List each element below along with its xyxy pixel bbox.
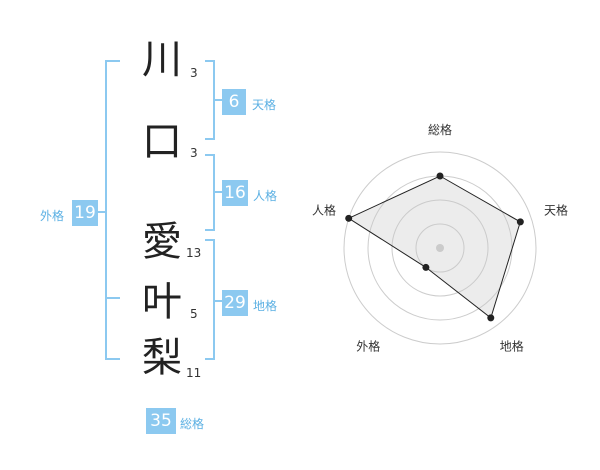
chikaku-label: 地格 [253,299,278,313]
tenkaku-value: 6 [222,89,246,115]
radar-axis-label-1: 総格 [428,122,452,137]
soukaku-value: 35 [146,408,176,434]
jinkaku-value: 16 [222,180,248,206]
tenkaku-bracket [205,60,215,140]
radar-point-4 [422,263,430,271]
stroke-count-5: 11 [186,366,202,380]
radar-ring-2 [391,199,489,297]
radar-point-3 [487,314,495,322]
radar-ring-1 [415,223,465,273]
radar-axis-label-3: 地格 [500,339,524,354]
radar-polygon [347,175,521,319]
jinkaku-label: 人格 [253,189,278,203]
name-char-4: 叶 [142,279,182,325]
name-char-5: 梨 [142,335,182,381]
stroke-count-4: 5 [190,307,198,321]
radar-point-1 [436,172,444,180]
name-char-3: 愛 [142,219,182,265]
chikaku-value: 29 [222,290,248,316]
name-char-1: 川 [142,37,182,83]
name-char-2: 口 [142,119,182,165]
stroke-count-1: 3 [190,66,198,80]
radar-axis-label-2: 天格 [544,202,568,217]
chikaku-bracket [205,239,215,360]
radar-point-2 [516,218,524,226]
gaikaku-value: 19 [72,200,98,226]
soukaku-label: 総格 [180,417,205,431]
radar-center-dot [436,244,444,252]
radar-ring-4 [343,151,537,345]
radar-axis-label-5: 人格 [312,202,336,217]
jinkaku-bracket [205,154,215,231]
radar-point-5 [345,214,353,222]
gaikaku-label: 外格 [40,209,65,223]
gaikaku-bracket [105,60,120,360]
stroke-count-3: 13 [186,246,202,260]
tenkaku-label: 天格 [252,98,277,112]
stroke-count-2: 3 [190,146,198,160]
radar-axis-label-4: 外格 [356,339,380,354]
